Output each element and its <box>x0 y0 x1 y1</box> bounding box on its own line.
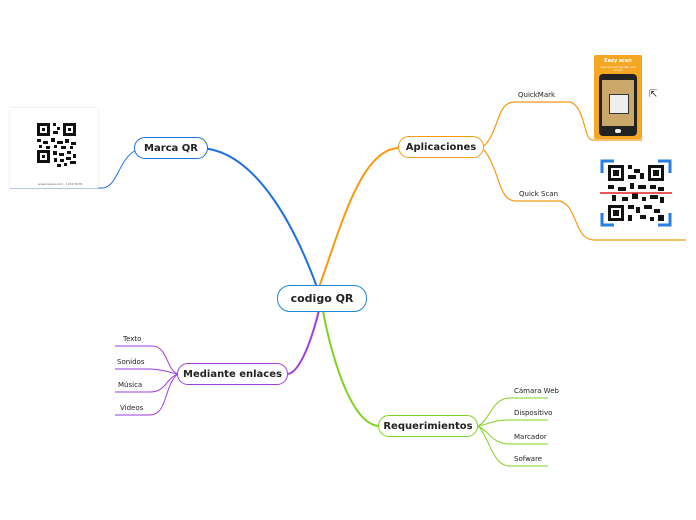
link-texto <box>115 345 179 375</box>
branch-marca-qr[interactable]: Marca QR <box>134 137 208 159</box>
link-root-marca <box>199 147 319 291</box>
leaf-videos[interactable]: Videos <box>120 404 144 412</box>
root-label: codigo QR <box>290 292 354 305</box>
link-sofware <box>477 425 548 467</box>
branch-marca-label: Marca QR <box>144 142 198 154</box>
leaf-camara-web[interactable]: Cámara Web <box>514 387 559 395</box>
leaf-sonidos[interactable]: Sonidos <box>117 358 145 366</box>
phone-frame <box>599 74 637 136</box>
leaf-musica[interactable]: Música <box>118 381 143 389</box>
quickmark-title: Easy scan <box>604 58 632 64</box>
branch-requerimientos[interactable]: Requerimientos <box>378 415 478 437</box>
quickmark-subtitle: Scan any barcode with your camera <box>600 66 636 72</box>
marca-qr-image: www.kaywa.com · 1234 5678 <box>10 108 98 188</box>
branch-enlaces-label: Mediante enlaces <box>183 368 282 380</box>
link-root-requerimientos <box>321 305 381 427</box>
link-sonidos <box>115 368 179 375</box>
link-dispositivo <box>477 419 548 427</box>
leaf-sofware[interactable]: Sofware <box>514 455 543 463</box>
leaf-quickscan[interactable]: Quick Scan <box>519 190 559 198</box>
quickscan-image <box>600 159 672 227</box>
marca-qr-caption: www.kaywa.com · 1234 5678 <box>38 182 83 186</box>
leaf-quickmark[interactable]: QuickMark <box>518 91 556 99</box>
link-root-aplicaciones <box>317 147 399 291</box>
external-link-icon[interactable]: ⇱ <box>649 89 658 100</box>
link-musica <box>115 373 179 393</box>
root-node[interactable]: codigo QR <box>277 285 367 312</box>
leaf-dispositivo[interactable]: Dispositivo <box>514 409 553 417</box>
qr-scan-frame-icon <box>600 159 672 227</box>
link-quickmark <box>483 101 642 147</box>
phone-home-button <box>615 129 621 133</box>
leaf-marcador[interactable]: Marcador <box>514 433 547 441</box>
scan-target <box>609 94 629 114</box>
link-root-enlaces <box>287 305 321 375</box>
quickmark-screenshot: Easy scan Scan any barcode with your cam… <box>594 55 642 139</box>
branch-aplicaciones[interactable]: Aplicaciones <box>398 136 484 158</box>
link-marca-image <box>10 149 137 189</box>
link-videos <box>115 373 179 416</box>
link-quickscan <box>483 149 686 241</box>
branch-requerimientos-label: Requerimientos <box>383 420 473 432</box>
link-camara <box>477 397 548 427</box>
branch-aplicaciones-label: Aplicaciones <box>405 141 477 153</box>
branch-mediante-enlaces[interactable]: Mediante enlaces <box>177 363 288 385</box>
qr-code-icon <box>37 123 76 167</box>
link-marcador <box>477 425 548 445</box>
leaf-texto[interactable]: Texto <box>123 335 142 343</box>
phone-screen <box>602 80 634 126</box>
